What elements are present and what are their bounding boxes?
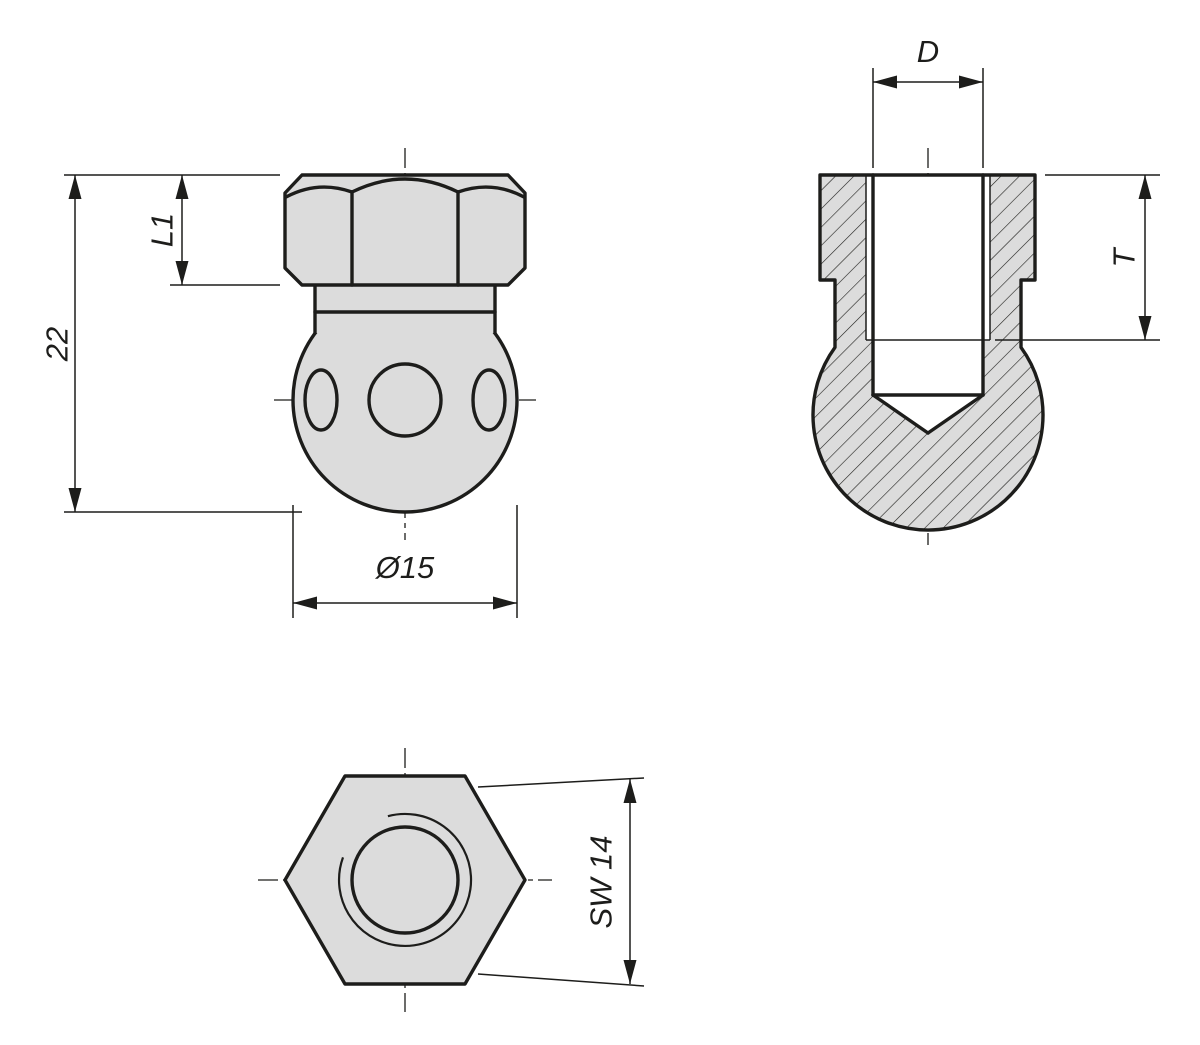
drill-point-left — [871, 393, 930, 435]
hole-minor-circle — [350, 825, 460, 935]
drill-point-right — [926, 393, 985, 435]
dimension-head-length: L1 — [145, 175, 280, 286]
hex-chamfer-arc-left — [284, 185, 354, 199]
dimension-ball-diameter: Ø15 — [292, 505, 518, 618]
thread-arc — [337, 812, 473, 948]
dim-label-total-height: 22 — [40, 327, 75, 362]
neck-face — [315, 283, 495, 333]
hex-chamfer-arc-right — [456, 185, 526, 199]
hex-chamfer-arc-middle — [350, 177, 460, 194]
dim-label-ball-diameter: Ø15 — [375, 550, 435, 585]
bottom-view: SW 14 — [258, 748, 645, 1012]
hex-head-outline — [283, 173, 527, 287]
dim-label-head-length: L1 — [145, 213, 180, 247]
dimension-wrench-size: SW 14 — [477, 777, 645, 987]
ball-left-hole — [303, 368, 339, 432]
ball-center-hole — [367, 362, 443, 438]
threaded-bore-face — [866, 175, 990, 433]
hexagon-outline — [283, 774, 527, 986]
dimension-thread-diameter: D — [872, 34, 984, 168]
dimension-total-height: 22 — [40, 174, 302, 513]
dim-label-thread-diameter: D — [917, 34, 939, 69]
front-view: 22 L1 Ø15 — [40, 148, 536, 618]
dim-label-wrench-size: SW 14 — [584, 835, 619, 928]
ball-right-hole — [471, 368, 507, 432]
dimension-thread-depth: T — [995, 174, 1160, 341]
section-view: D T — [811, 34, 1160, 545]
section-body-outline — [811, 173, 1045, 532]
dim-label-thread-depth: T — [1107, 246, 1142, 267]
